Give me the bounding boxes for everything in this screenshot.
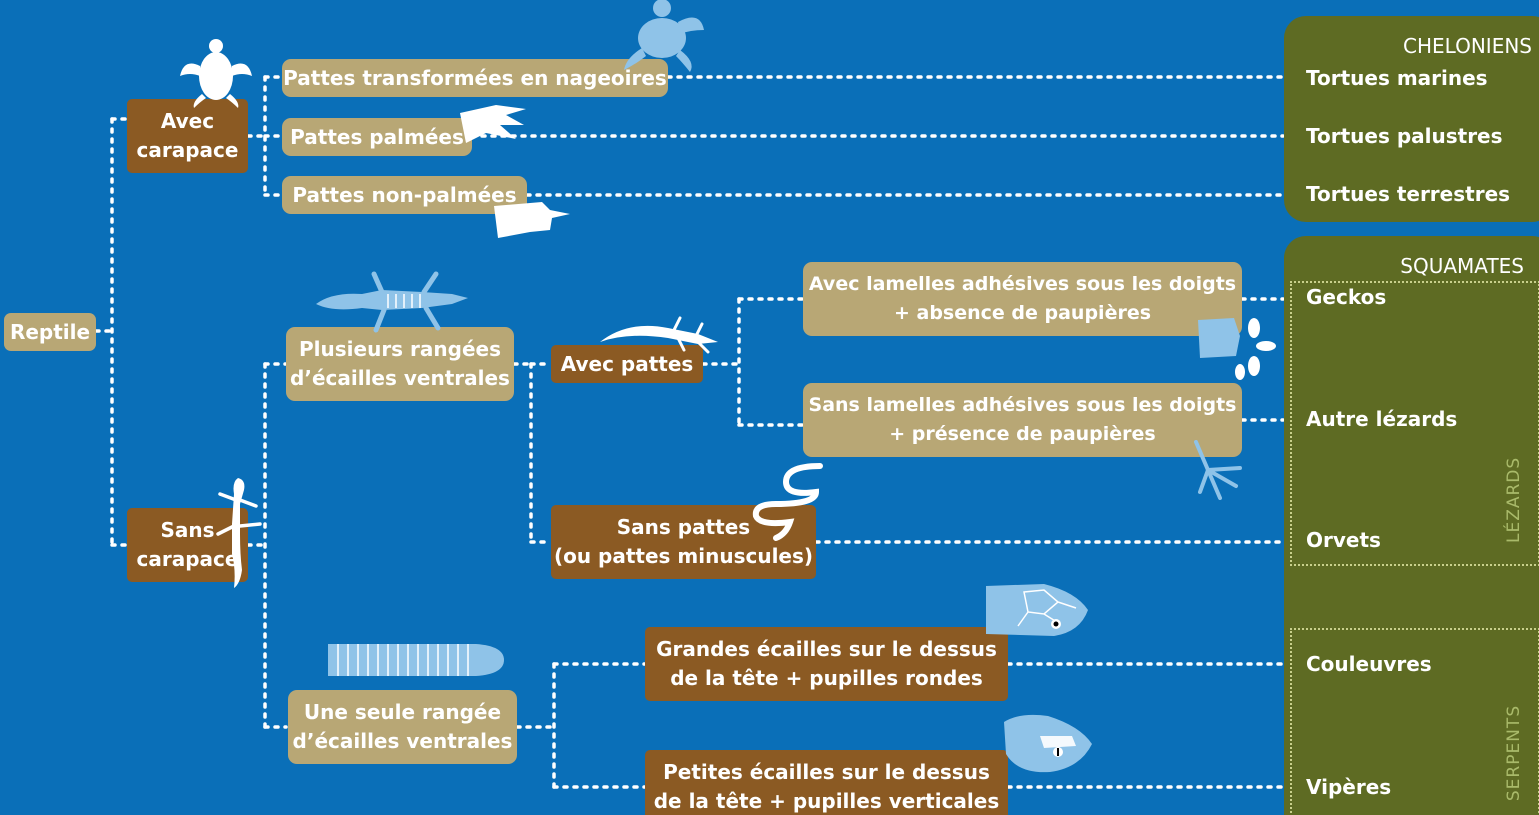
sea-turtle-icon	[624, 0, 704, 72]
result-tortues-palustres: Tortues palustres	[1306, 124, 1503, 148]
result-geckos: Geckos	[1306, 285, 1387, 309]
node-sans-lamelles-line2: + présence de paupières	[889, 423, 1156, 445]
node-sans-pattes: Sans pattes (ou pattes minuscules)	[551, 505, 816, 579]
node-petites-line1: Petites écailles sur le dessus	[663, 760, 990, 784]
turtle-icon	[180, 39, 252, 108]
webbed-foot-icon	[460, 105, 526, 143]
node-sans-pattes-line2: (ou pattes minuscules)	[553, 544, 814, 568]
result-autre-lezards: Autre lézards	[1306, 407, 1458, 431]
node-avec-carapace-line2: carapace	[136, 138, 239, 162]
node-petites-ecailles: Petites écailles sur le dessus de la têt…	[645, 750, 1008, 815]
node-grandes-line1: Grandes écailles sur le dessus	[656, 637, 997, 661]
serpents-label: SERPENTS	[1504, 704, 1524, 802]
node-grandes-ecailles: Grandes écailles sur le dessus de la têt…	[645, 627, 1008, 701]
lizard-foot-icon	[1194, 440, 1242, 500]
node-sans-lamelles: Sans lamelles adhésives sous les doigts …	[803, 383, 1242, 457]
result-tortues-marines: Tortues marines	[1306, 66, 1488, 90]
result-orvets: Orvets	[1306, 528, 1381, 552]
result-viperes: Vipères	[1306, 775, 1392, 799]
node-une-seule-line1: Une seule rangée	[303, 700, 502, 724]
viper-head-icon	[1004, 714, 1092, 773]
node-plusieurs-line1: Plusieurs rangées	[299, 337, 501, 361]
node-pattes-palmees: Pattes palmées	[282, 118, 472, 156]
node-grandes-line2: de la tête + pupilles rondes	[670, 666, 983, 690]
squamates-panel: SQUAMATES Geckos Autre lézards Orvets Co…	[1284, 236, 1539, 815]
node-plusieurs-rangees: Plusieurs rangées d’écailles ventrales	[286, 327, 514, 401]
gecko-foot-icon	[1198, 318, 1276, 380]
result-couleuvres: Couleuvres	[1306, 652, 1432, 676]
node-pattes-non-palmees: Pattes non-palmées	[282, 176, 527, 214]
snake-belly-icon	[328, 644, 504, 676]
lizard-icon	[216, 478, 262, 588]
cheloniens-title: CHELONIENS	[1403, 34, 1532, 58]
node-sans-carapace-line2: carapace	[136, 547, 239, 571]
node-plusieurs-line2: d’écailles ventrales	[290, 366, 510, 390]
slender-lizard-icon	[600, 316, 718, 354]
node-petites-line2: de la tête + pupilles verticales	[653, 789, 1000, 813]
node-pattes-nageoires: Pattes transformées en nageoires	[282, 59, 668, 97]
tortoise-foot-icon	[494, 202, 570, 238]
node-une-seule-line2: d’écailles ventrales	[292, 729, 513, 753]
node-avec-pattes: Avec pattes	[551, 345, 703, 383]
node-sans-carapace-line1: Sans	[160, 518, 215, 542]
squamates-title: SQUAMATES	[1400, 254, 1524, 278]
node-avec-lamelles: Avec lamelles adhésives sous les doigts …	[803, 262, 1242, 336]
node-sans-lamelles-line1: Sans lamelles adhésives sous les doigts	[808, 394, 1237, 416]
node-avec-lamelles-line1: Avec lamelles adhésives sous les doigts	[808, 273, 1237, 295]
slowworm-icon	[752, 463, 823, 541]
cheloniens-panel: CHELONIENS Tortues marines Tortues palus…	[1284, 16, 1539, 222]
node-avec-lamelles-line2: + absence de paupières	[893, 302, 1152, 324]
lezards-label: LÉZARDS	[1504, 456, 1524, 543]
node-avec-carapace-line1: Avec	[160, 109, 215, 133]
node-sans-pattes-line1: Sans pattes	[616, 515, 751, 539]
node-reptile: Reptile	[4, 313, 96, 351]
node-une-seule-rangee: Une seule rangée d’écailles ventrales	[288, 690, 517, 764]
node-avec-carapace: Avec carapace	[127, 99, 248, 173]
wall-lizard-icon	[316, 271, 468, 333]
grass-snake-head-icon	[986, 584, 1088, 636]
result-tortues-terrestres: Tortues terrestres	[1306, 182, 1511, 206]
node-sans-carapace: Sans carapace	[127, 508, 248, 582]
